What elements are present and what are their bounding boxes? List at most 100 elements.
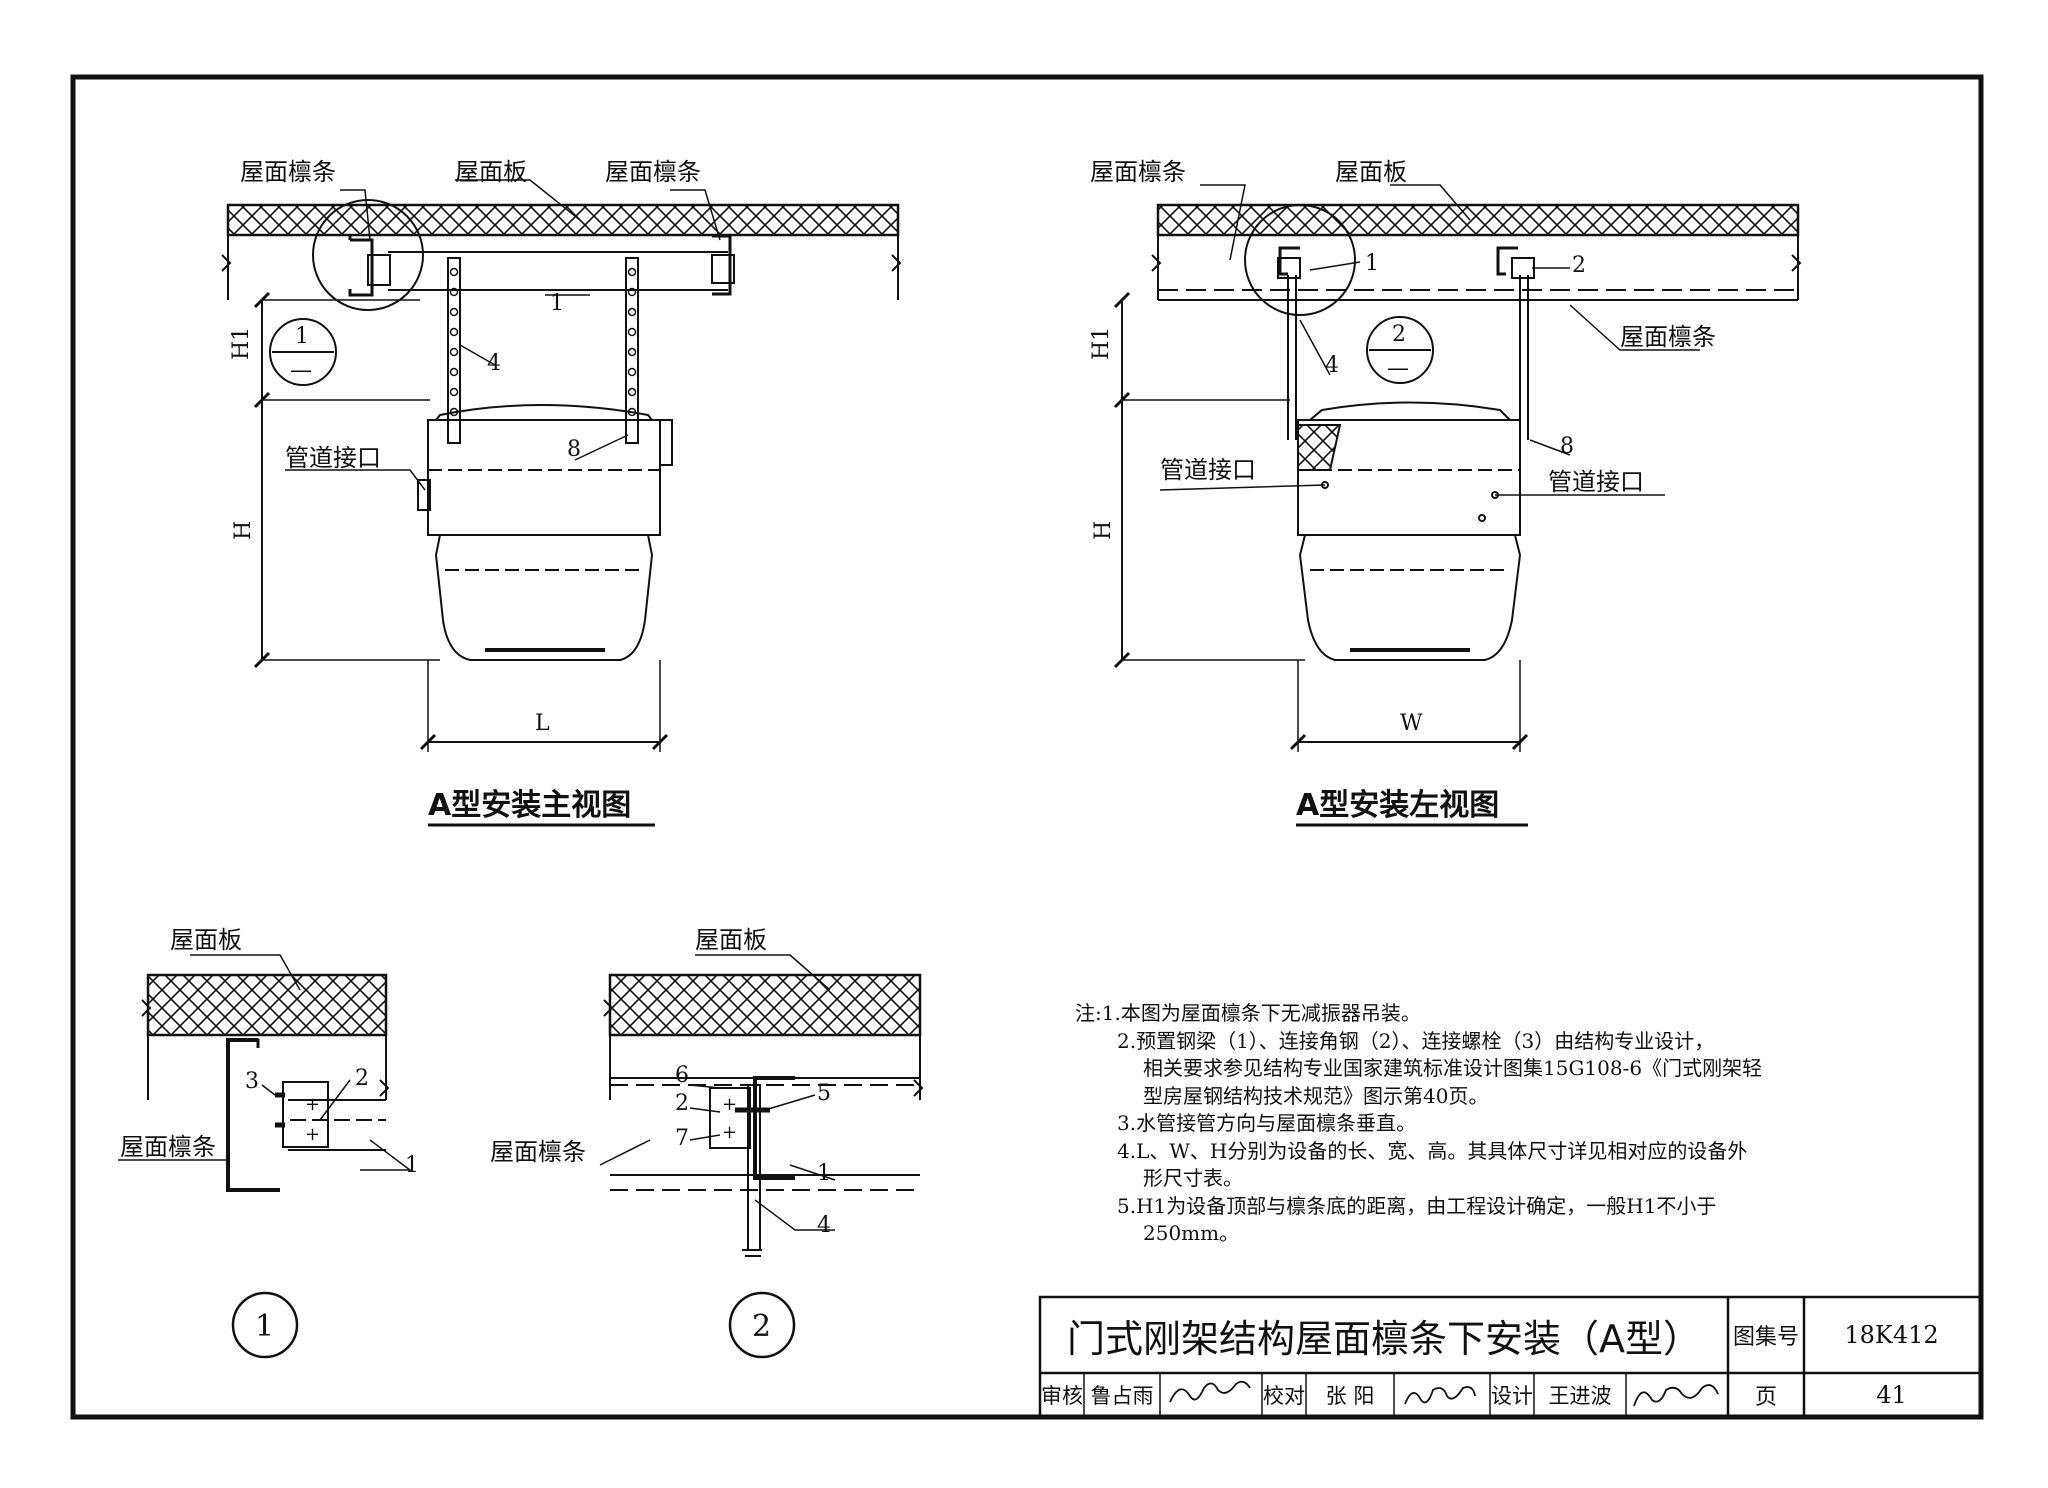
svg-text:+: + (722, 1122, 737, 1143)
designer-signature (1633, 1384, 1719, 1407)
d1-callout-1: 1 (405, 1153, 419, 1178)
side-dim-h: H (1091, 521, 1116, 540)
svg-text:+: + (305, 1124, 320, 1145)
unit-lower (434, 534, 654, 661)
d2-label-purlin: 屋面檩条 (490, 1138, 586, 1166)
note-line-4: 型房屋钢结构技术规范》图示第40页。 (1143, 1083, 1489, 1108)
detail1-purlin (226, 1038, 280, 1192)
detail1-ref-circle (312, 199, 424, 311)
atlas-number: 18K412 (1844, 1321, 1939, 1349)
note-line-8: 5.H1为设备顶部与檩条底的距离，由工程设计确定，一般H1不小于 (1117, 1193, 1717, 1218)
design-label: 设计 (1491, 1384, 1533, 1408)
side-callout-8: 8 (1560, 434, 1574, 459)
detail2-ref-circle (1244, 204, 1356, 316)
roof-panel (227, 204, 899, 236)
detail1-labels: 屋面板 屋面檩条 3 2 1 1 (120, 926, 419, 1344)
front-dim-h1: H1 (229, 327, 254, 360)
note-line-3: 相关要求参见结构专业国家建筑标准设计图集15G108-6《门式刚架轻 (1143, 1056, 1763, 1080)
side-label-pipe-left: 管道接口 (1160, 456, 1256, 484)
note-line-1: 注:1.本图为屋面檩条下无减振器吊装。 (1075, 1001, 1421, 1025)
d2-marker: 2 (752, 1309, 771, 1344)
detail1-bubble (269, 318, 337, 386)
side-view (1113, 184, 1802, 752)
d2-callout-1: 1 (817, 1161, 831, 1186)
detail2: + + (599, 954, 924, 1359)
side-dim-h1: H1 (1089, 327, 1114, 360)
side-unit-top (1307, 401, 1513, 421)
note-line-7: 形尺寸表。 (1143, 1166, 1243, 1190)
notes-block: 注:1.本图为屋面檩条下无减振器吊装。 2.预置钢梁（1）、连接角钢（2）、连接… (1075, 1000, 1905, 1248)
side-callout-4: 4 (1325, 353, 1339, 378)
front-dim-l: L (535, 711, 550, 736)
drawing-title: 门式刚架结构屋面檩条下安装（A型） (1067, 1316, 1701, 1361)
note-line-5: 3.水管接管方向与屋面檩条垂直。 (1117, 1111, 1417, 1135)
svg-text:+: + (722, 1094, 737, 1115)
purlin-right (712, 234, 732, 296)
purlin-left (348, 234, 374, 297)
front-title: A型安装主视图 (428, 788, 631, 823)
front-callout-4: 4 (487, 351, 501, 376)
hanger-left (447, 257, 461, 444)
detail2-labels: 屋面板 屋面檩条 6 2 7 5 1 4 2 (490, 926, 831, 1344)
title-block-grid (1038, 1295, 1983, 1419)
front-label-purlin-right: 屋面檩条 (605, 158, 701, 186)
side-label-roof-panel: 屋面板 (1335, 158, 1407, 186)
front-labels: 屋面檩条 屋面板 屋面檩条 管道接口 1 4 8 1 — H1 H L A型安装… (229, 158, 701, 823)
page-number: 41 (1876, 1381, 1907, 1409)
side-label-pipe-right: 管道接口 (1548, 468, 1644, 496)
front-callout-1: 1 (550, 291, 564, 316)
angle-bracket (367, 254, 391, 286)
page-label: 页 (1754, 1385, 1777, 1410)
unit-top (433, 404, 655, 421)
detail2-purlin (753, 1076, 795, 1180)
side-callout-2: 2 (1572, 253, 1586, 278)
d2-label-roof-panel: 屋面板 (695, 926, 767, 954)
notes-prefix: 注: (1075, 1001, 1102, 1025)
checker-name: 张 阳 (1325, 1384, 1375, 1408)
front-bubble-den: — (290, 358, 312, 383)
d1-callout-2: 2 (355, 1066, 369, 1091)
d1-callout-3: 3 (245, 1069, 259, 1094)
detail1: + + (118, 954, 413, 1359)
review-label: 审核 (1041, 1384, 1083, 1408)
d1-marker: 1 (255, 1309, 274, 1344)
d2-callout-7: 7 (675, 1126, 689, 1151)
sheet-frame (70, 74, 1984, 1420)
front-label-roof-panel: 屋面板 (455, 158, 527, 186)
designer-name: 王进波 (1548, 1384, 1612, 1408)
side-title: A型安装左视图 (1296, 788, 1499, 823)
side-unit-lower (1298, 534, 1522, 661)
side-labels: 屋面檩条 屋面板 屋面檩条 管道接口 管道接口 1 2 4 8 2 — H1 H… (1089, 158, 1716, 823)
atlas-label: 图集号 (1732, 1325, 1799, 1350)
side-bubble-num: 2 (1392, 322, 1406, 347)
front-label-purlin-left: 屋面檩条 (240, 158, 336, 186)
side-bubble-den: — (1387, 356, 1409, 381)
svg-text:+: + (305, 1094, 320, 1115)
checker-signature (1404, 1386, 1476, 1405)
front-view (221, 179, 902, 752)
front-bubble-num: 1 (295, 324, 309, 349)
reviewer-signature (1169, 1380, 1251, 1403)
front-dim-h: H (231, 521, 256, 540)
note-line-6: 4.L、W、H分别为设备的长、宽、高。其具体尺寸详见相对应的设备外 (1117, 1138, 1748, 1163)
front-callout-8: 8 (567, 437, 581, 462)
d1-label-purlin: 屋面檩条 (120, 1133, 216, 1161)
note-line-2: 2.预置钢梁（1）、连接角钢（2）、连接螺栓（3）由结构专业设计， (1117, 1028, 1715, 1053)
detail1-marker-circle (231, 1291, 299, 1359)
d2-callout-5: 5 (817, 1081, 831, 1106)
detail2-marker-circle (728, 1291, 796, 1359)
side-label-purlin-right: 屋面檩条 (1620, 323, 1716, 351)
d2-callout-4: 4 (817, 1213, 831, 1238)
note-line-9: 250mm。 (1143, 1221, 1240, 1245)
hanger-right (625, 257, 639, 444)
side-dim-w: W (1400, 711, 1423, 736)
d1-label-roof-panel: 屋面板 (170, 926, 242, 954)
side-callout-1: 1 (1365, 251, 1379, 276)
side-label-purlin-left: 屋面檩条 (1090, 158, 1186, 186)
d2-callout-2: 2 (675, 1091, 689, 1116)
d2-callout-6: 6 (675, 1063, 689, 1088)
detail2-bubble (1366, 316, 1434, 384)
signatures (1169, 1380, 1719, 1407)
front-label-pipe: 管道接口 (285, 444, 381, 472)
